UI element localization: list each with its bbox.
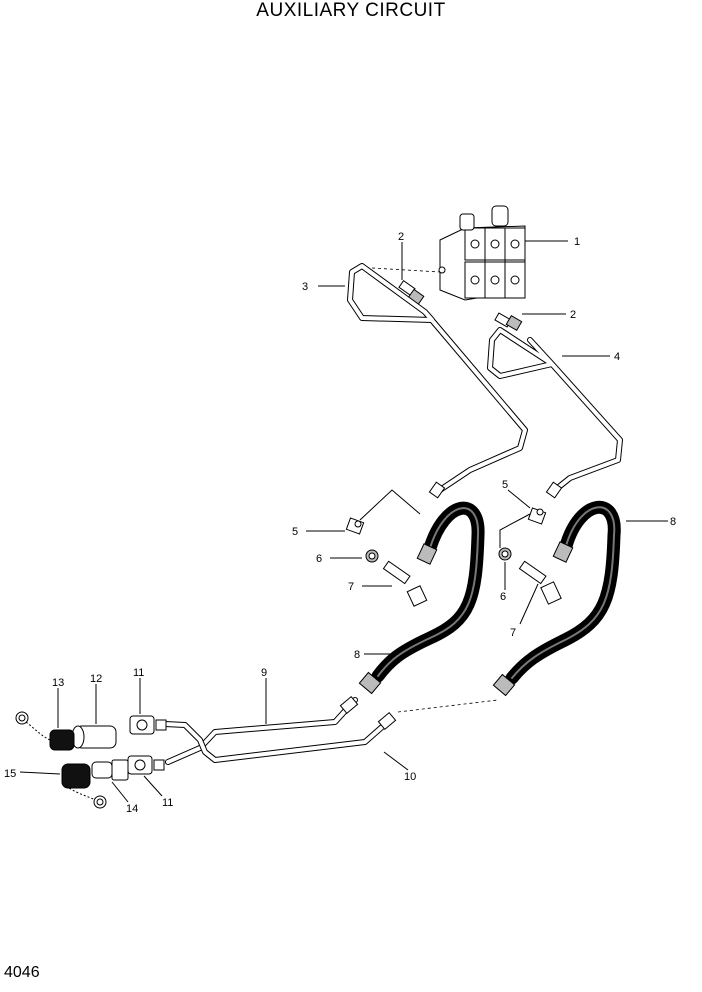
- callout-5-right: 5: [502, 479, 508, 491]
- quick-coupler-male: [91, 759, 129, 781]
- callout-4: 4: [614, 351, 620, 363]
- callout-2-lower: 2: [570, 309, 576, 321]
- page-title: AUXILIARY CIRCUIT: [256, 0, 446, 21]
- adapter-upper: [398, 280, 425, 306]
- callout-15: 15: [4, 768, 16, 780]
- callout-1: 1: [574, 236, 580, 248]
- page-number: 4046: [4, 964, 40, 981]
- tube-9: [165, 697, 358, 765]
- elbow-fitting-left: [345, 517, 365, 535]
- callout-2-upper: 2: [398, 231, 404, 243]
- tube-3: [347, 263, 528, 499]
- hose-right: [492, 501, 621, 697]
- callout-11-lower: 11: [162, 797, 173, 809]
- callout-8-right: 8: [670, 516, 676, 528]
- o-ring-right: [498, 547, 512, 561]
- dust-cap-lower: [61, 763, 107, 809]
- elbow-fitting-right: [527, 507, 547, 525]
- adapter-lower: [494, 312, 523, 332]
- callout-8-left: 8: [354, 649, 360, 661]
- tube-10: [162, 717, 393, 763]
- swivel-elbow-left: [382, 560, 428, 607]
- adapter-11-upper: [129, 715, 167, 735]
- callout-10: 10: [404, 771, 416, 783]
- quick-coupler-female: [71, 725, 117, 749]
- callout-6-right: 6: [500, 591, 506, 603]
- adapter-11-lower: [127, 755, 165, 775]
- callout-11-upper: 11: [133, 667, 144, 679]
- hose-left: [358, 501, 485, 695]
- callout-9: 9: [261, 667, 267, 679]
- callout-7-right: 7: [510, 627, 516, 639]
- callout-5-left: 5: [292, 526, 298, 538]
- callout-6-left: 6: [316, 553, 322, 565]
- dust-cap-upper: [15, 711, 75, 751]
- callout-13: 13: [52, 677, 64, 689]
- control-valve-block: [438, 205, 526, 301]
- leader-lines: [19, 240, 668, 803]
- callout-7-left: 7: [348, 581, 354, 593]
- tube-4: [487, 327, 623, 499]
- swivel-elbow-right: [518, 560, 562, 605]
- o-ring-left: [365, 549, 379, 563]
- callout-3: 3: [302, 281, 308, 293]
- callout-12: 12: [90, 673, 102, 685]
- callout-14: 14: [126, 803, 138, 815]
